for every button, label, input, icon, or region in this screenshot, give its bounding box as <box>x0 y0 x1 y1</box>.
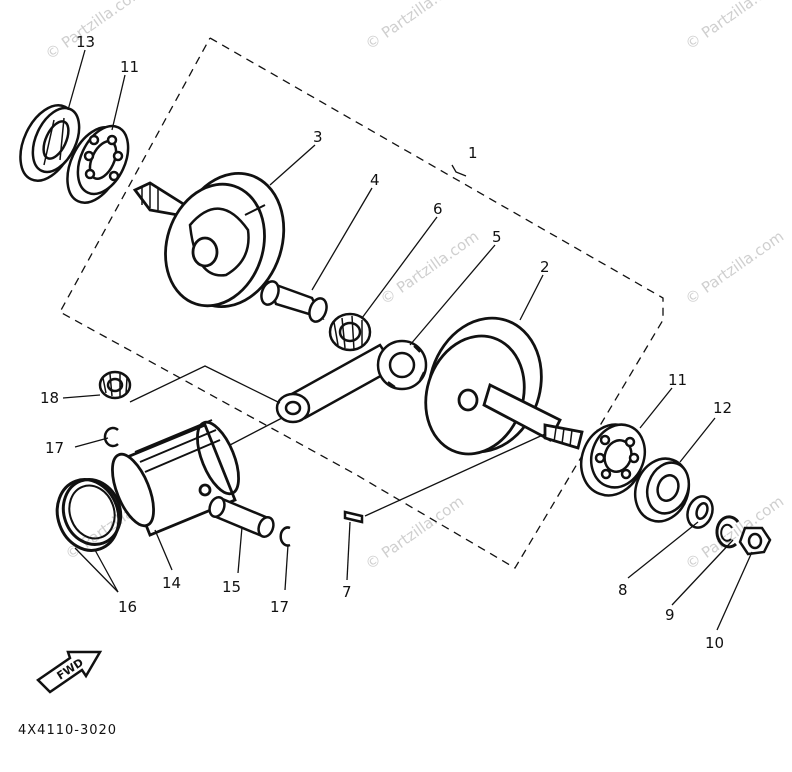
part-label: 13 <box>76 33 95 51</box>
piston-14 <box>111 419 240 537</box>
oil-seal-13 <box>19 104 81 182</box>
part-label: 18 <box>40 389 59 407</box>
part-label: 4 <box>370 171 380 189</box>
nut-10 <box>738 526 772 556</box>
piston-pin-15 <box>208 496 275 538</box>
part-label: 1 <box>468 144 478 162</box>
part-label: 5 <box>492 228 502 246</box>
watermark-text: © Partzilla.com <box>682 227 787 308</box>
small-end-bearing-18 <box>98 370 132 400</box>
part-1-bracket <box>451 164 467 177</box>
watermark-text: © Partzilla.com <box>362 492 467 573</box>
oil-seal-12 <box>633 457 691 523</box>
crank-half-3 <box>132 171 286 309</box>
washer-8 <box>686 495 714 529</box>
bearing-11-right <box>579 423 647 497</box>
lock-washer-9 <box>715 515 740 549</box>
diagram-code: 4X4110-3020 <box>18 723 117 738</box>
part-label: 17 <box>45 439 64 457</box>
part-label: 6 <box>433 200 443 218</box>
part-label: 11 <box>668 371 687 389</box>
part-label: 9 <box>665 606 675 624</box>
needle-bearing-6 <box>328 312 372 352</box>
part-label: 12 <box>713 399 732 417</box>
connecting-rod-5 <box>275 339 428 424</box>
part-label: 11 <box>120 58 139 76</box>
part-label: 14 <box>162 574 181 592</box>
part-label: 7 <box>342 583 352 601</box>
part-label: 15 <box>222 578 241 596</box>
part-label: 8 <box>618 581 628 599</box>
crank-pin-4 <box>260 279 328 323</box>
circlip-17-upper <box>103 426 119 448</box>
bearing-11-left <box>66 124 130 204</box>
piston-rings-16 <box>55 478 123 552</box>
part-label: 2 <box>540 258 550 276</box>
crank-half-2 <box>424 316 584 456</box>
watermark-text: © Partzilla.com <box>377 227 482 308</box>
part-label: 17 <box>270 598 289 616</box>
watermark-text: © Partzilla.com <box>682 0 787 53</box>
part-label: 16 <box>118 598 137 616</box>
part-label: 10 <box>705 634 724 652</box>
woodruff-key-7 <box>343 510 364 524</box>
watermark-text: © Partzilla.com <box>362 0 467 53</box>
part-label: 3 <box>313 128 323 146</box>
leader-lines <box>62 49 753 631</box>
forward-arrow-icon: FWD <box>36 650 103 694</box>
watermark-text: © Partzilla.com <box>42 0 147 63</box>
crankshaft-assembly-outline <box>59 37 664 569</box>
circlip-17-lower <box>279 526 291 547</box>
part-labels: 13 11 3 1 4 6 5 2 11 12 18 17 8 9 10 7 1… <box>40 33 732 652</box>
